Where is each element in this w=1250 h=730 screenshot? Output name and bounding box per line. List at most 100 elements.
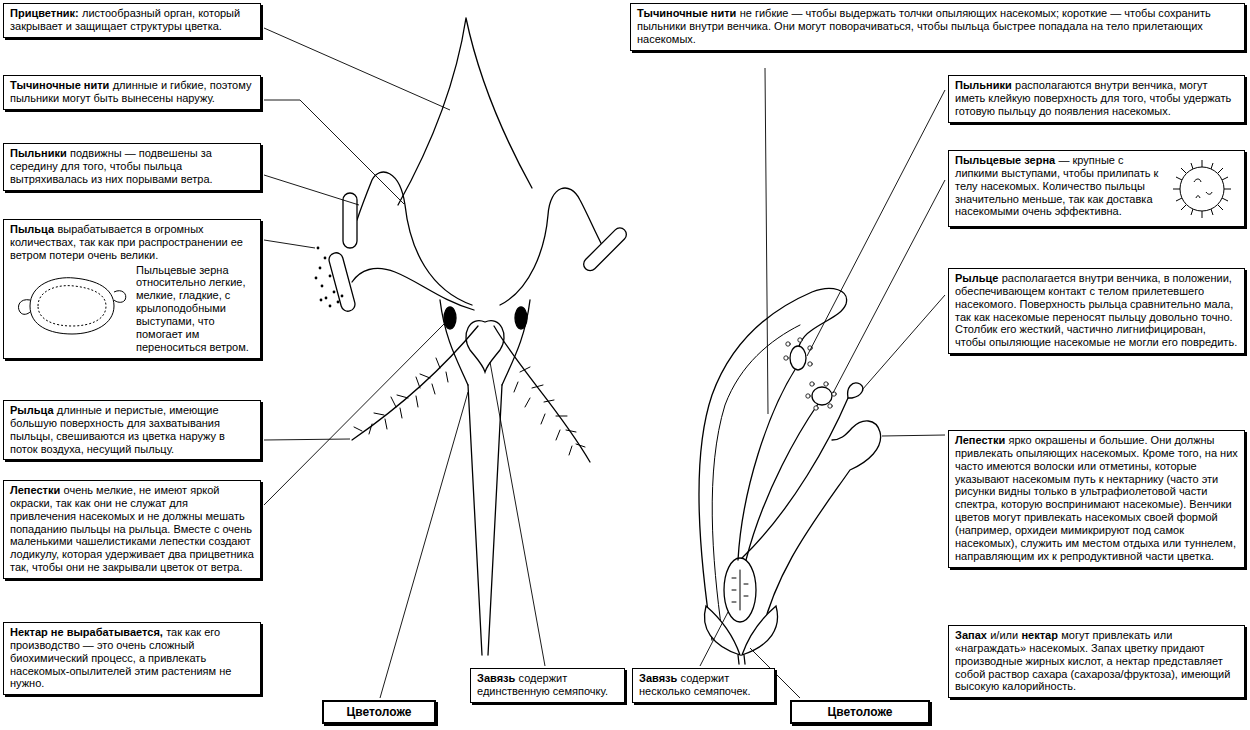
pollen-dots [329, 305, 332, 308]
callout-heading: Завязь [477, 672, 515, 684]
grain-outline [30, 277, 114, 333]
filament [500, 188, 603, 305]
callout-box: Запахи/илинектармогут привлекать или «на… [948, 625, 1245, 698]
pollen-grain-insect [1173, 160, 1231, 218]
leader-line [264, 240, 315, 248]
text-block: Пыльникирасполагаются внутри венчика, мо… [955, 79, 1238, 118]
pollen-dots [828, 404, 832, 408]
stalk [738, 655, 745, 664]
anther [581, 225, 629, 273]
text-block: Запахи/илинектармогут привлекать или «на… [955, 629, 1238, 693]
text-block: Пыльцевые зерна относительно легкие, мел… [10, 264, 254, 354]
leader-line [882, 435, 945, 436]
pollen-dots [321, 285, 324, 288]
pollen-dots [333, 291, 336, 294]
text-block: Лепесткиочень мелкие, не имеют яркой окр… [10, 484, 254, 574]
stigma [848, 383, 863, 398]
callout-text: ярко окрашены и большие. Они должны прив… [955, 434, 1238, 562]
anther [343, 193, 357, 248]
grain-inner [38, 285, 106, 325]
wind-flower [315, 18, 629, 655]
pollen-dots [824, 382, 828, 386]
ovary [466, 321, 504, 372]
text-block: Прицветник:листообразный орган, который … [10, 7, 254, 33]
anther [327, 251, 356, 313]
grain-spines [1173, 160, 1231, 218]
leader-line [807, 90, 945, 356]
callout-heading: Пыльцевые зерна [955, 154, 1055, 166]
callout-heading: Завязь [639, 672, 677, 684]
text-block: Завязьсодержит единственную семяпочку. [477, 672, 618, 698]
anther [790, 346, 806, 370]
text-block: Лепесткиярко окрашены и большие. Они дол… [955, 434, 1238, 563]
callout-box: Завязьсодержит несколько семяпочек. [632, 668, 775, 703]
callout-heading: Прицветник: [10, 7, 79, 19]
callout-text: очень мелкие, не имеют яркой окраски, та… [10, 484, 254, 573]
callout-heading: Рыльца [10, 404, 54, 416]
grain-pores [1194, 179, 1212, 198]
pollen-dots [808, 362, 812, 366]
part-name-box: Цветоложе [322, 700, 436, 724]
callout-box: Завязьсодержит единственную семяпочку. [470, 668, 625, 703]
leader-line [765, 68, 768, 414]
style [742, 398, 848, 558]
grain-outline [1180, 167, 1224, 211]
text-block: Цветоложе [330, 705, 428, 719]
text-block: Рыльцадлинные и перистые, имеющие большу… [10, 404, 254, 455]
text-block: Рыльцерасполагается внутри венчика, в по… [955, 272, 1238, 349]
lodicule [515, 307, 527, 329]
pollen-dots [786, 342, 790, 346]
callout-box: Лепесткиярко окрашены и большие. Они дол… [948, 430, 1245, 568]
callout-text: Пыльцевые зерна относительно легкие, мел… [136, 264, 249, 353]
leader-lines [264, 28, 945, 698]
callout-box: Рыльцерасполагается внутри венчика, в по… [948, 268, 1245, 354]
stigma [494, 326, 590, 462]
text-block: Тычиночные нитидлинные и гибкие, поэтому… [10, 79, 254, 105]
pollen-dots [329, 275, 332, 278]
callout-box: Тычиночные нитидлинные и гибкие, поэтому… [3, 75, 261, 110]
stalk [468, 385, 502, 655]
leader-line [264, 28, 450, 110]
anther [812, 387, 832, 405]
pollen-dots [784, 338, 836, 410]
ovary [724, 558, 756, 622]
callout-heading: Нектар не вырабатывается, [10, 626, 163, 638]
pollen-dots [319, 267, 322, 270]
bract [398, 18, 532, 205]
pollen-dots [341, 295, 344, 298]
callout-heading: Пыльники [955, 79, 1012, 91]
callout-box: Нектар не вырабатывается,так как его про… [3, 622, 261, 695]
text-block: Тычиночные нитине гибкие — чтобы выдержа… [637, 7, 1238, 46]
pollen-dots [315, 247, 344, 308]
leader-line [490, 362, 545, 666]
leader-line [264, 175, 359, 205]
pollen-dots [337, 301, 340, 304]
pollen-dots [810, 382, 814, 386]
callout-heading: Тычиночные нити [637, 7, 736, 19]
leader-line [833, 180, 945, 393]
callout-heading: Тычиночные нити [10, 79, 109, 91]
filament [357, 172, 472, 305]
filament [746, 404, 818, 560]
corolla [699, 288, 847, 640]
lodicule [444, 307, 456, 329]
callout-box: Пыльцавырабатывается в огромных количест… [3, 219, 261, 359]
insect-flower [699, 288, 881, 664]
text-block: Пыльцевые зерна— крупные с липкими высту… [955, 154, 1238, 218]
callout-box: Пыльцевые зерна— крупные с липкими высту… [948, 150, 1245, 227]
text-block: Нектар не вырабатывается,так как его про… [10, 626, 254, 690]
leader-line [380, 392, 468, 698]
callout-heading: Пыльники [10, 147, 67, 159]
grain-wing [18, 299, 30, 314]
callout-text: и/или [990, 629, 1018, 641]
callout-box: Тычиночные нитине гибкие — чтобы выдержа… [630, 3, 1245, 51]
pollen-dots [320, 299, 323, 302]
text-block: Пыльникиподвижны — подвешены за середину… [10, 147, 254, 186]
callout-heading: Цветоложе [347, 705, 412, 719]
pollen-dots [315, 277, 318, 280]
leader-line [264, 100, 404, 204]
pollen-dots [832, 392, 836, 396]
callout-box: Пыльникиподвижны — подвешены за середину… [3, 143, 261, 191]
pollen-dots [806, 394, 810, 398]
